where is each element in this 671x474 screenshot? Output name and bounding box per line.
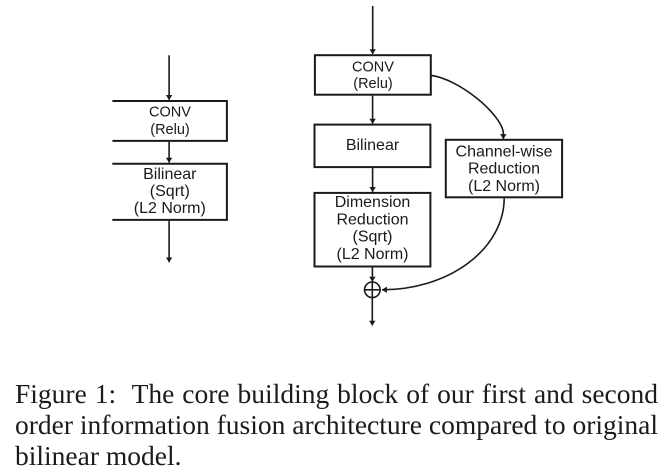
svg-text:(Relu): (Relu) bbox=[353, 76, 392, 92]
svg-text:CONV: CONV bbox=[352, 60, 394, 76]
svg-text:(L2 Norm): (L2 Norm) bbox=[336, 246, 408, 263]
svg-text:(L2 Norm): (L2 Norm) bbox=[134, 200, 206, 217]
svg-text:Channel-wise: Channel-wise bbox=[456, 143, 553, 160]
svg-text:(Sqrt): (Sqrt) bbox=[150, 183, 190, 200]
svg-text:Bilinear: Bilinear bbox=[143, 166, 197, 183]
svg-text:(Relu): (Relu) bbox=[150, 122, 189, 138]
svg-text:Dimension: Dimension bbox=[335, 194, 411, 211]
svg-text:Reduction: Reduction bbox=[336, 212, 408, 229]
svg-text:CONV: CONV bbox=[149, 105, 191, 121]
svg-text:(Sqrt): (Sqrt) bbox=[353, 228, 393, 245]
svg-text:(L2 Norm): (L2 Norm) bbox=[468, 178, 540, 195]
svg-text:Reduction: Reduction bbox=[468, 161, 540, 178]
svg-text:Bilinear: Bilinear bbox=[346, 137, 400, 154]
